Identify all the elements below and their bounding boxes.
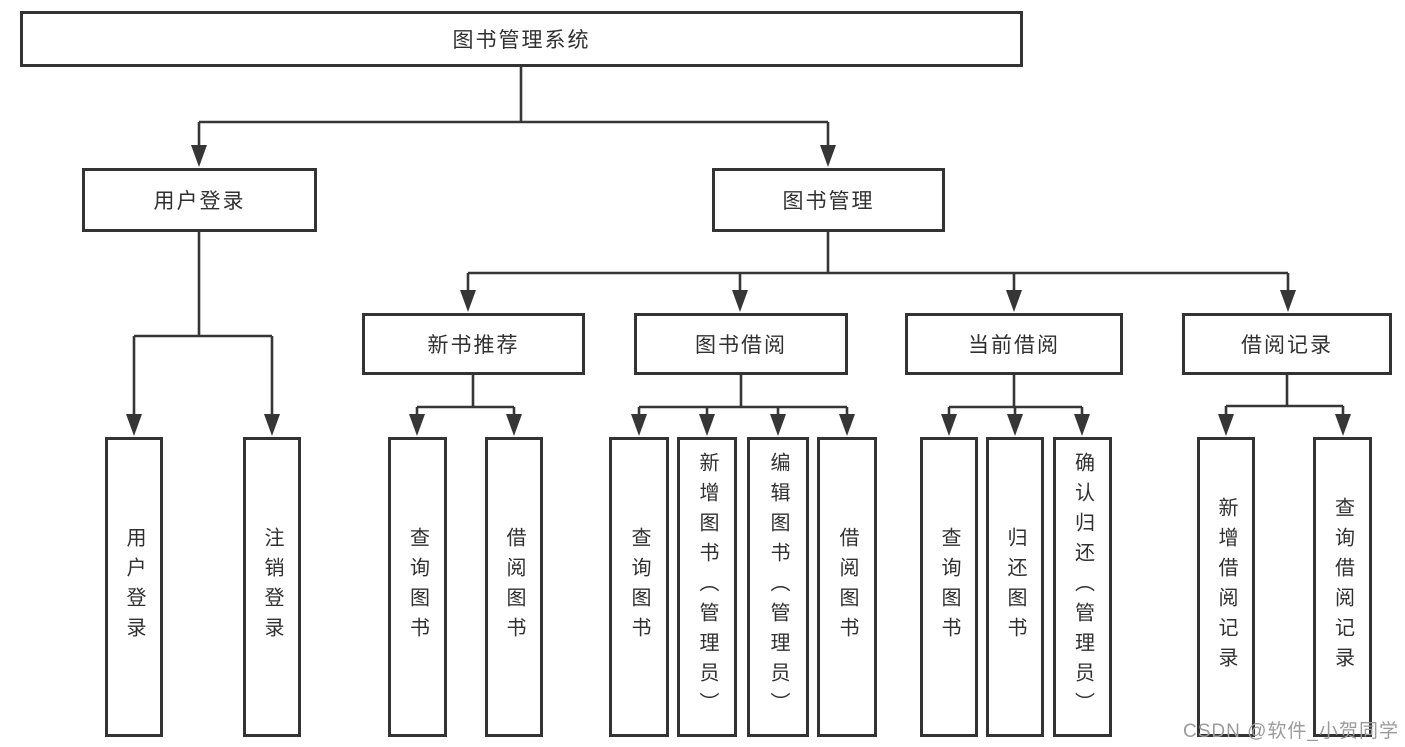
arrowhead-br-add [1218,414,1234,436]
arrowhead-currentborrow [1006,290,1022,312]
arrowhead-nb-borrow [506,414,522,436]
node-leaf-edit-book-admin: 编辑图书（管理员） [747,437,809,737]
arrowhead-cb-query [941,414,957,436]
node-book-borrowing: 图书借阅 [634,313,848,375]
arrowhead-cb-return [1007,414,1023,436]
arrowhead-bb-add [699,414,715,436]
arrowhead-newbookrec [460,290,476,312]
arrowhead-bb-edit [770,414,786,436]
node-leaf-return-book: 归还图书 [986,437,1044,737]
node-current-borrowing: 当前借阅 [905,313,1123,375]
node-user-login-group: 用户登录 [82,168,317,232]
node-leaf-query-borrow-record: 查询借阅记录 [1313,437,1372,737]
node-leaf-current-query-book: 查询图书 [920,437,978,737]
node-leaf-newbook-query-book: 查询图书 [388,437,447,737]
arrowhead-userlogin [126,414,142,436]
arrowhead-nb-query [409,414,425,436]
arrowhead-cb-confirm [1074,414,1090,436]
node-leaf-user-login: 用户登录 [105,437,163,737]
arrowhead-logout [264,414,280,436]
node-leaf-newbook-borrow-book: 借阅图书 [485,437,543,737]
arrowhead-login [191,145,207,167]
node-borrowing-records: 借阅记录 [1182,313,1392,375]
node-leaf-logout: 注销登录 [243,437,301,737]
node-leaf-confirm-return-admin: 确认归还（管理员） [1053,437,1112,737]
arrowhead-bookborrow [732,290,748,312]
watermark: CSDN @软件_小贺同学 [1183,721,1399,742]
arrowhead-borrowrecord [1280,290,1296,312]
node-leaf-borrow-book: 借阅图书 [817,437,877,737]
node-new-book-recommendation: 新书推荐 [362,313,585,375]
arrowhead-bb-borrow [839,414,855,436]
node-book-management: 图书管理 [712,168,945,232]
node-leaf-add-book-admin: 新增图书（管理员） [677,437,737,737]
node-leaf-add-borrow-record: 新增借阅记录 [1197,437,1255,737]
arrowhead-bb-query [631,414,647,436]
node-leaf-borrow-query-book: 查询图书 [609,437,669,737]
arrowhead-br-query [1335,414,1351,436]
arrowhead-bookmgmt [820,145,836,167]
node-library-management-system: 图书管理系统 [20,11,1023,67]
